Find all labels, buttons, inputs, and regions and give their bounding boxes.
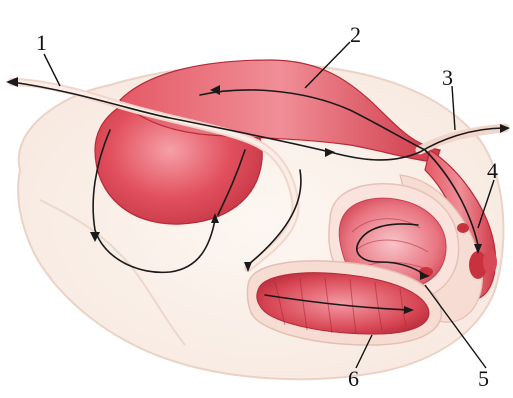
callout-6: 6 [348,366,359,391]
leader-1 [44,54,60,86]
callout-3: 3 [442,65,453,90]
callout-5: 5 [478,366,489,391]
callout-1: 1 [36,30,47,55]
callout-2: 2 [350,22,361,47]
callout-4: 4 [487,158,498,183]
